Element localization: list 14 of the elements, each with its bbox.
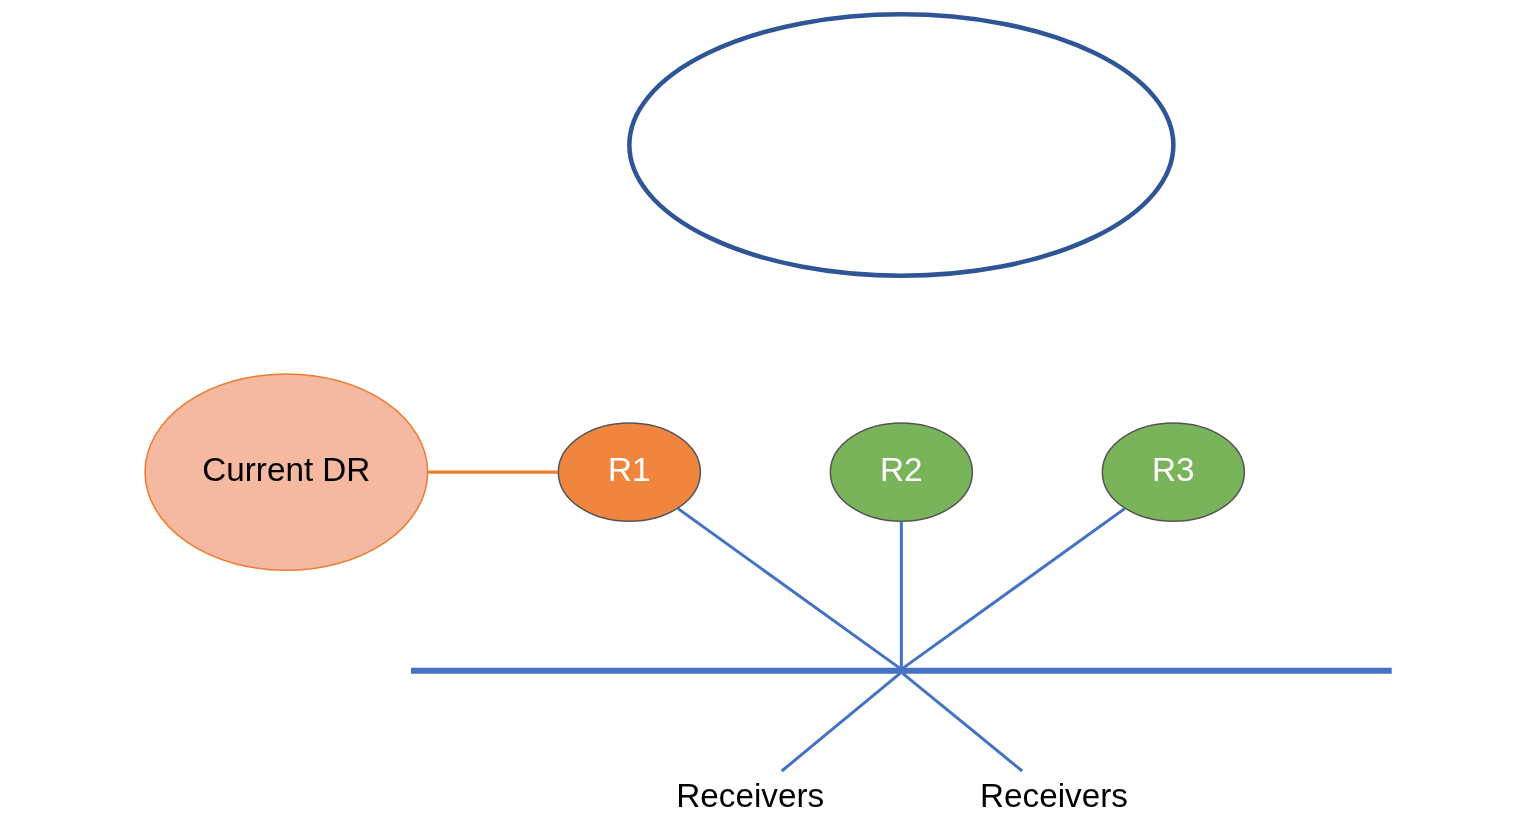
node-ellipse: R2: [829, 422, 974, 522]
node-bar: [411, 667, 1392, 674]
node-ellipse: R3: [1101, 422, 1246, 522]
node-cloud: [627, 12, 1176, 278]
node-ellipse: R1: [557, 422, 702, 522]
connector: [677, 507, 901, 670]
connector: [780, 672, 902, 773]
connector: [427, 470, 559, 474]
node-text: Receivers: [980, 777, 1128, 814]
connector: [901, 672, 1024, 773]
node-text: Receivers: [676, 777, 825, 814]
connector: [899, 521, 903, 669]
connector: [902, 507, 1126, 670]
node-ellipse: Current DR: [144, 373, 429, 572]
